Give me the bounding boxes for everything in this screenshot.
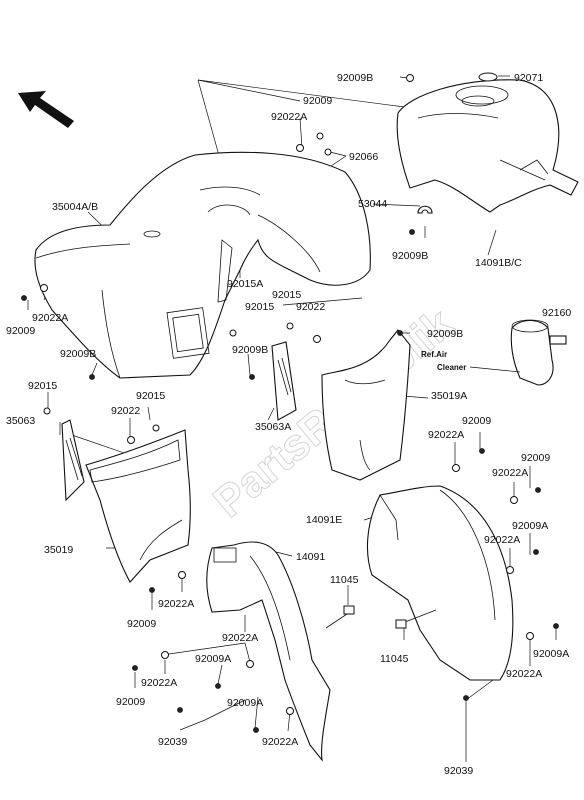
part-label: 92022A bbox=[222, 632, 258, 644]
part-label: 92015 bbox=[245, 301, 274, 313]
part-label: 92022A bbox=[271, 111, 307, 123]
part-label: 92022A bbox=[262, 736, 298, 748]
part-label: 92071 bbox=[514, 72, 543, 84]
air-cleaner-note-line1: Ref.Air bbox=[421, 350, 447, 359]
part-label: 53044 bbox=[358, 198, 387, 210]
rear-fender-35004 bbox=[34, 151, 371, 379]
side-cover-35019a bbox=[321, 329, 411, 481]
part-label: 92015 bbox=[28, 380, 57, 392]
part-label: 92022A bbox=[141, 677, 177, 689]
part-label: 92022 bbox=[111, 405, 140, 417]
part-label: 92009 bbox=[462, 415, 491, 427]
part-label: 92022A bbox=[32, 312, 68, 324]
part-label: 92066 bbox=[349, 151, 378, 163]
bolt-11045 bbox=[325, 605, 355, 629]
cover-35063 bbox=[61, 419, 85, 502]
part-label: 92039 bbox=[444, 765, 473, 777]
part-label: 11045 bbox=[380, 653, 409, 665]
part-label: 14091 bbox=[296, 551, 325, 563]
part-label: 92009A bbox=[227, 697, 263, 709]
part-label: 92009 bbox=[303, 95, 332, 107]
front-cover-35019 bbox=[85, 429, 191, 583]
part-label: 92009A bbox=[533, 648, 569, 660]
part-label: 92009A bbox=[512, 520, 548, 532]
part-label: 11045 bbox=[330, 574, 359, 586]
part-label: 92009 bbox=[116, 696, 145, 708]
part-label: 92009B bbox=[392, 250, 428, 262]
part-label: 92015 bbox=[136, 390, 165, 402]
front-arrow-icon bbox=[18, 91, 74, 128]
bracket-92015a bbox=[217, 239, 233, 303]
cap-92071 bbox=[478, 72, 498, 82]
part-label: 35019 bbox=[44, 544, 73, 556]
part-label: 92009B bbox=[60, 348, 96, 360]
part-label: 92039 bbox=[158, 736, 187, 748]
part-label: 92009A bbox=[195, 653, 231, 665]
air-duct-92160 bbox=[510, 319, 567, 386]
part-label: 14091B/C bbox=[475, 257, 522, 269]
tank-cover-14091bc bbox=[396, 79, 579, 213]
part-label: 92009B bbox=[427, 328, 463, 340]
part-label: 35063A bbox=[255, 421, 291, 433]
part-label: 92009 bbox=[521, 452, 550, 464]
part-labels: 92009 92009B 92071 92022A 92066 35004A/B… bbox=[6, 72, 571, 777]
part-label: 92009 bbox=[6, 325, 35, 337]
part-label: 92022 bbox=[296, 301, 325, 313]
part-label: 92022A bbox=[428, 429, 464, 441]
inner-fender-14091 bbox=[206, 541, 331, 762]
part-label: 92160 bbox=[542, 307, 571, 319]
part-label: 92015 bbox=[272, 289, 301, 301]
inner-fender-14091e bbox=[366, 485, 514, 681]
part-label: 35004A/B bbox=[52, 201, 98, 213]
seal-92160 bbox=[549, 335, 567, 345]
part-label: 92022A bbox=[492, 467, 528, 479]
part-label: 35019A bbox=[431, 390, 467, 402]
clip-53044 bbox=[417, 205, 433, 214]
air-cleaner-note-line2: Cleaner bbox=[437, 363, 466, 372]
part-label: 92022A bbox=[484, 534, 520, 546]
part-label: 92015A bbox=[227, 278, 263, 290]
part-label: 14091E bbox=[306, 514, 342, 526]
part-label: 92009B bbox=[232, 344, 268, 356]
part-label: 35063 bbox=[6, 415, 35, 427]
fasteners bbox=[21, 74, 559, 733]
part-label: 92022A bbox=[158, 598, 194, 610]
part-label: 92009B bbox=[337, 72, 373, 84]
part-label: 92022A bbox=[506, 668, 542, 680]
bolt-11045-lower bbox=[395, 609, 437, 629]
part-label: 92009 bbox=[127, 618, 156, 630]
